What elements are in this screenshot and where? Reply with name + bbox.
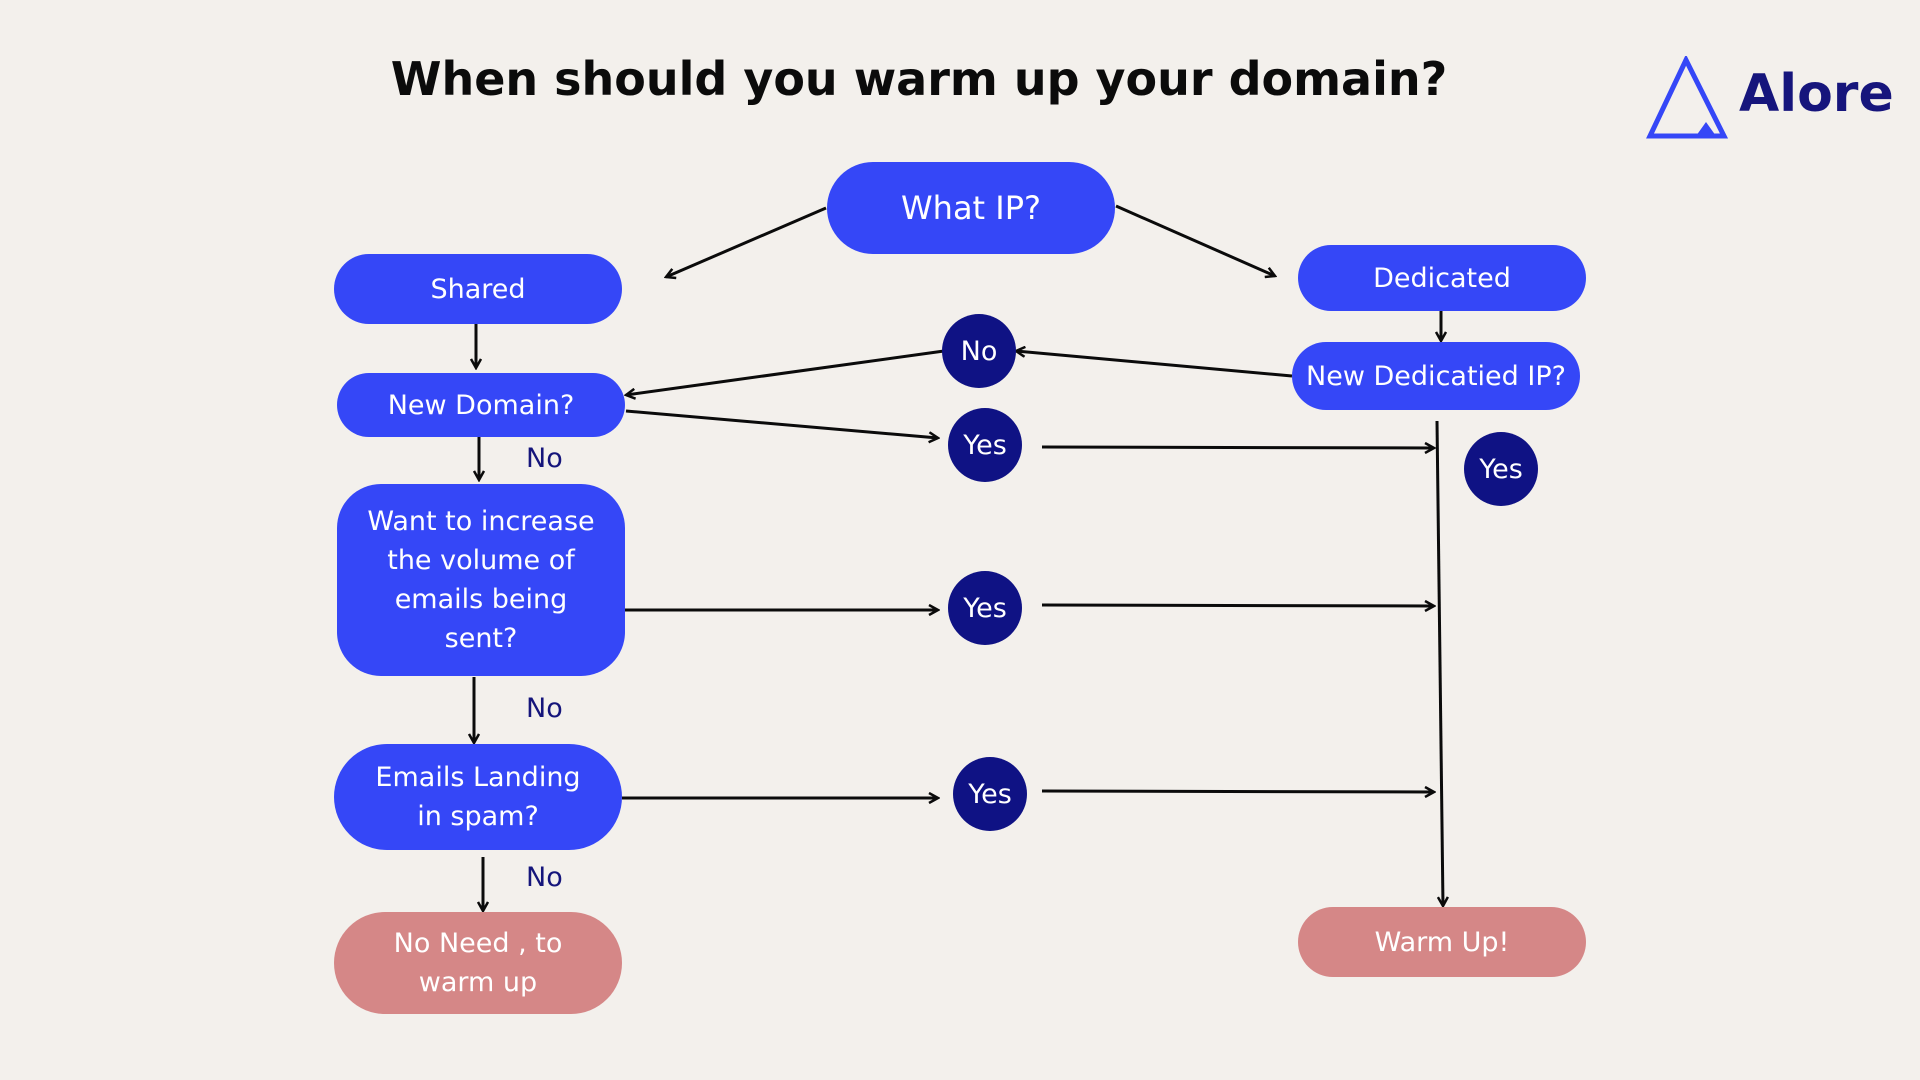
- decision-yes-spam: Yes: [953, 757, 1027, 831]
- brand-name: Alore: [1739, 64, 1894, 124]
- node-new-domain: New Domain?: [337, 373, 625, 437]
- node-dedicated: Dedicated: [1298, 245, 1586, 311]
- arrow-no-newdomain: [626, 349, 945, 395]
- page-title: When should you warm up your domain?: [390, 52, 1448, 106]
- arrow-newdomain-yes: [625, 409, 938, 438]
- decision-yes-dedicated: Yes: [1464, 432, 1538, 506]
- alore-logo-icon: [1646, 56, 1729, 139]
- decision-yes-volume: Yes: [948, 571, 1022, 645]
- node-shared: Shared: [334, 254, 622, 324]
- node-warm-up: Warm Up!: [1298, 907, 1586, 977]
- node-emails-spam: Emails Landing in spam?: [334, 744, 622, 850]
- edge-label-no-spam: No: [526, 862, 563, 893]
- node-increase-volume: Want to increase the volume of emails be…: [337, 484, 625, 676]
- arrow-whatip-shared: [666, 206, 827, 277]
- arrow-yes3-main: [1041, 791, 1434, 792]
- arrow-whatip-dedicated: [1115, 204, 1275, 276]
- node-what-ip: What IP?: [827, 162, 1115, 254]
- arrow-yes1-main: [1041, 447, 1434, 448]
- arrow-yes2-main: [1041, 605, 1434, 606]
- node-new-dedicated-ip: New Dedicatied IP?: [1292, 342, 1580, 410]
- arrow-newip-no: [1016, 351, 1293, 378]
- decision-yes-new-domain: Yes: [948, 408, 1022, 482]
- decision-no-dedicated: No: [942, 314, 1016, 388]
- arrow-main-warmup: [1435, 420, 1443, 906]
- edge-label-no-volume: No: [526, 693, 563, 724]
- edge-label-no-new-domain: No: [526, 443, 563, 474]
- node-no-need: No Need , to warm up: [334, 912, 622, 1014]
